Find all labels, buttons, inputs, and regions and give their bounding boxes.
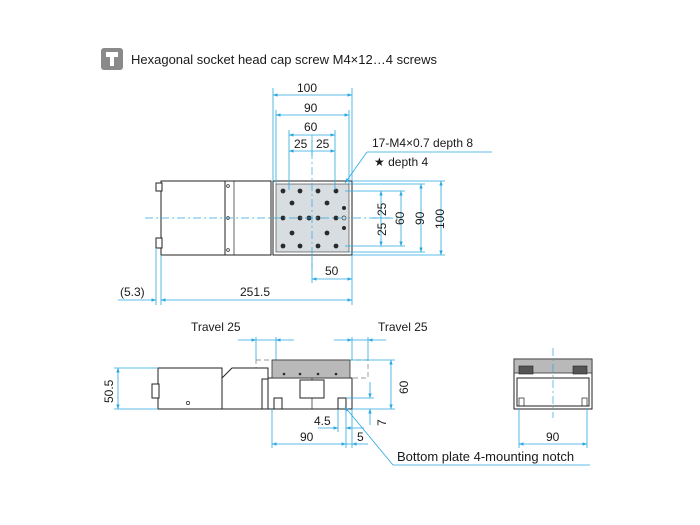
dim-100-right: 100 [433,209,447,229]
dim-25-right: 25 [316,137,330,151]
screw-icon [101,48,123,70]
dim-length: 251.5 [240,285,270,299]
dim-90-end: 90 [546,430,560,444]
dim-50-5: 50.5 [102,379,116,403]
dim-60-side: 60 [397,380,411,394]
dim-60-top: 60 [304,120,318,134]
dim-offset: (5.3) [120,285,145,299]
dim-5: 5 [357,430,364,444]
dim-25-right-lower: 25 [375,222,389,236]
dim-90-right: 90 [413,211,427,225]
dim-7: 7 [375,419,389,426]
dim-90-top: 90 [304,101,318,115]
note-holes: 17-M4×0.7 depth 8 [372,136,473,150]
header-text: Hexagonal socket head cap screw M4×12…4 … [131,52,438,67]
dim-90-side: 90 [300,430,314,444]
stage-top [271,359,351,379]
travel-right: Travel 25 [378,320,428,334]
note-notch: Bottom plate 4-mounting notch [397,449,574,464]
end-view: 90 [513,348,593,448]
top-view: 100 90 60 25 25 17-M4×0.7 depth 8 ★ dept… [118,81,492,305]
note-star: ★ depth 4 [374,155,428,169]
dim-4-5: 4.5 [314,414,331,428]
dim-25-left: 25 [294,137,308,151]
dim-60-right: 60 [393,211,407,225]
travel-left: Travel 25 [191,320,241,334]
dim-100-top: 100 [297,81,317,95]
dim-50: 50 [325,264,339,278]
dim-25-right-upper: 25 [375,202,389,216]
side-view: Travel 25 Travel 25 50.5 60 7 [102,320,590,466]
